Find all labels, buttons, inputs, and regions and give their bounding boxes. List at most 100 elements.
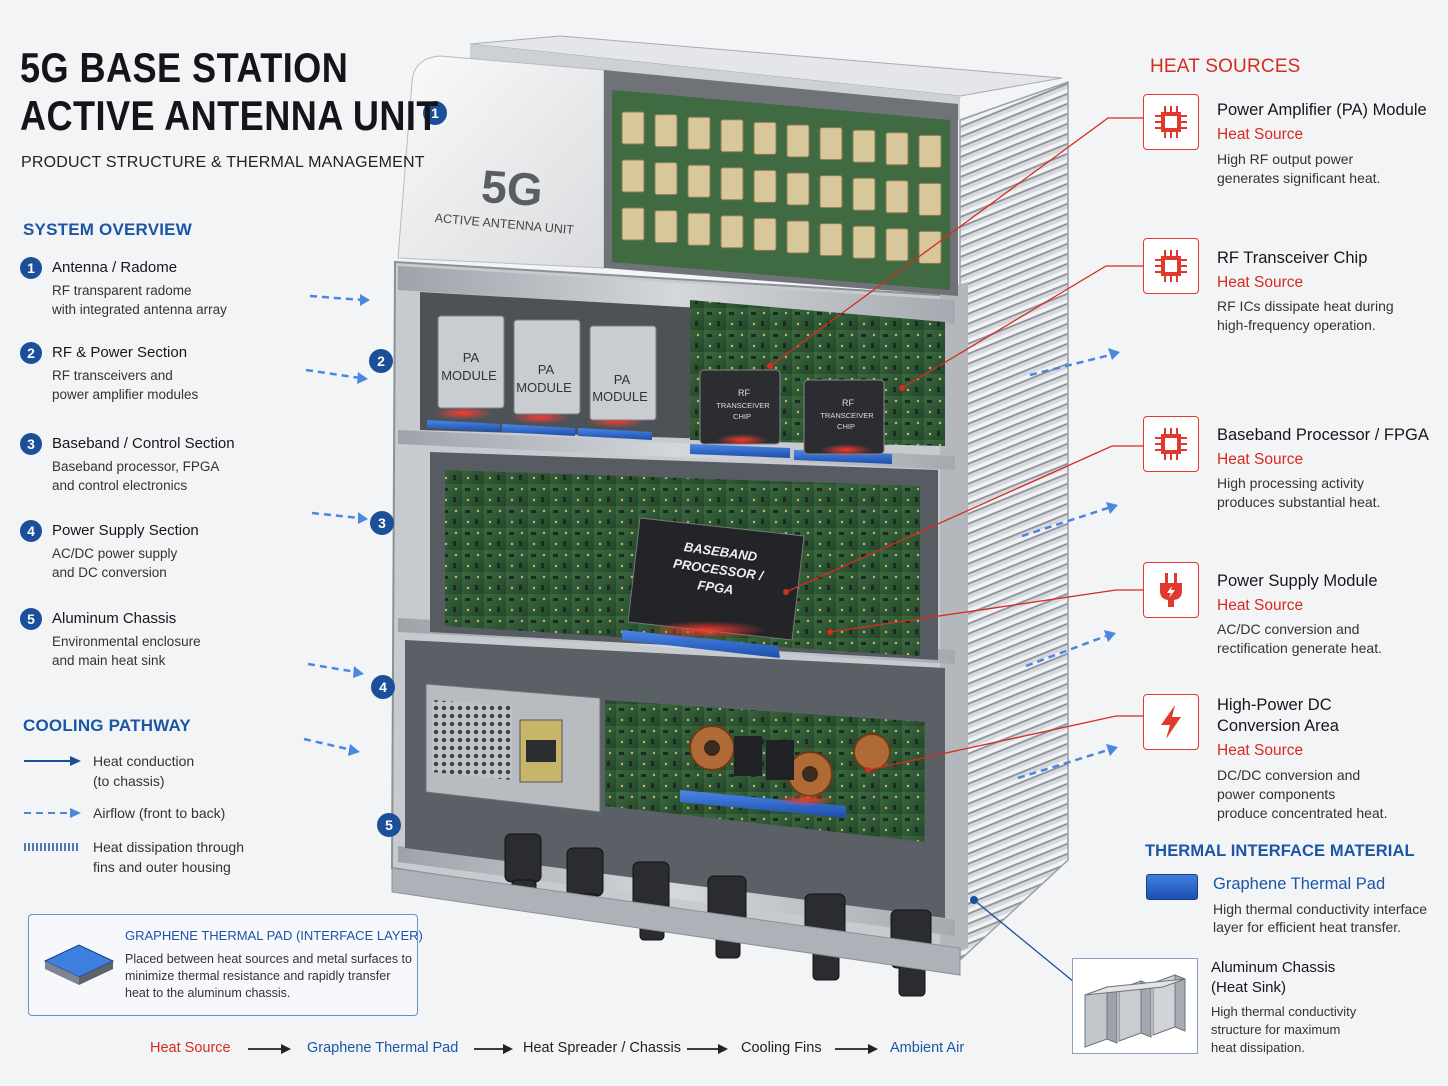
flow-step-heat-spreader: Heat Spreader / Chassis [523, 1040, 681, 1056]
chassis-callout-title: Aluminum Chassis(Heat Sink) [1211, 959, 1336, 996]
device-marker-4: 4 [371, 675, 395, 699]
radome-subtitle: ACTIVE ANTENNA UNIT [434, 211, 575, 237]
svg-text:CHIP: CHIP [837, 422, 855, 431]
heat-source-tag: Heat Source [1217, 274, 1304, 291]
lightning-icon [1143, 694, 1199, 750]
airflow-in-heads [348, 294, 370, 756]
antenna-patch [852, 129, 876, 163]
overview-item-chassis: 5 Aluminum Chassis Environmental enclosu… [20, 608, 320, 672]
page-subtitle: PRODUCT STRUCTURE & THERMAL MANAGEMENT [21, 154, 425, 171]
overview-title: Power Supply Section [52, 522, 199, 539]
rf-transceiver-chip: RF TRANSCEIVER CHIP [690, 369, 790, 458]
antenna-patch [753, 169, 777, 203]
antenna-patch [621, 111, 645, 145]
svg-text:TRANSCEIVER: TRANSCEIVER [820, 411, 874, 420]
chip-icon [1143, 238, 1199, 294]
antenna-patch-array [621, 111, 942, 264]
graphene-pad-swatch-icon [1146, 874, 1198, 900]
pa-module: PA MODULE [502, 319, 581, 436]
heat-source-title: RF Transceiver Chip [1217, 249, 1368, 267]
antenna-patch [720, 119, 744, 153]
device-marker-2: 2 [369, 349, 393, 373]
overview-number: 4 [20, 520, 42, 542]
antenna-patch [819, 127, 843, 161]
antenna-patch [786, 220, 810, 254]
antenna-patch [819, 223, 843, 257]
cooling-pathway-heading: COOLING PATHWAY [23, 716, 191, 735]
device-marker-1: 1 [423, 101, 447, 125]
svg-text:1: 1 [431, 105, 439, 121]
power-supply-module [425, 683, 601, 813]
system-overview-heading: SYSTEM OVERVIEW [23, 220, 192, 239]
antenna-patch [885, 228, 909, 262]
legend-heat-conduction: Heat conduction(to chassis) [24, 751, 284, 793]
fins-hatch-icon [24, 843, 78, 851]
antenna-patch [918, 134, 942, 168]
svg-text:PA: PA [463, 350, 480, 365]
overview-title: Baseband / Control Section [52, 435, 235, 452]
flow-step-cooling-fins: Cooling Fins [741, 1040, 822, 1056]
heat-source-title: Power Amplifier (PA) Module [1217, 101, 1427, 119]
overview-item-baseband: 3 Baseband / Control Section Baseband pr… [20, 433, 320, 497]
flow-step-graphene-pad: Graphene Thermal Pad [307, 1040, 459, 1056]
heat-source-tag: Heat Source [1217, 451, 1304, 468]
heat-source-tag: Heat Source [1217, 126, 1304, 143]
airflow-in-arrows [303, 294, 363, 752]
heat-source-leader-dots [767, 363, 905, 773]
graphene-pad-infobox: GRAPHENE THERMAL PAD (INTERFACE LAYER) P… [28, 914, 423, 1016]
heat-sink-icon [1084, 974, 1186, 1048]
overview-item-antenna: 1 Antenna / Radome RF transparent radome… [20, 257, 320, 321]
svg-text:RF: RF [738, 388, 750, 398]
overview-number: 3 [20, 433, 42, 455]
flow-arrow-icon [474, 1044, 513, 1054]
flow-arrow-icon [687, 1044, 728, 1054]
antenna-patch [621, 207, 645, 241]
antenna-patch [654, 162, 678, 196]
antenna-patch [687, 212, 711, 246]
antenna-patch [852, 225, 876, 259]
airflow-out-heads [1104, 348, 1120, 756]
device-marker-5: 5 [377, 813, 401, 837]
antenna-patch [753, 121, 777, 155]
chassis-leader-dot [970, 896, 978, 904]
svg-text:MODULE: MODULE [441, 368, 497, 383]
heat-sink-thumbnail [1072, 958, 1198, 1054]
flow-arrow-icon [835, 1044, 878, 1054]
antenna-patch [687, 164, 711, 198]
radome-5g-badge: 5G [480, 160, 545, 216]
legend-text: Heat conduction(to chassis) [93, 753, 195, 789]
antenna-patch [786, 124, 810, 158]
tim-name: Graphene Thermal Pad [1213, 875, 1386, 893]
baseband-processor-fpga: BASEBAND PROCESSOR / FPGA [622, 517, 805, 658]
heat-source-pa-module: Power Amplifier (PA) Module Heat Source … [1143, 94, 1443, 194]
overview-number: 1 [20, 257, 42, 279]
flow-arrow-icon [248, 1044, 291, 1054]
svg-text:PA: PA [614, 372, 631, 387]
svg-text:FPGA: FPGA [697, 577, 735, 597]
heat-source-baseband: Baseband Processor / FPGA Heat Source Hi… [1143, 416, 1443, 516]
flow-step-ambient-air: Ambient Air [890, 1040, 965, 1056]
plug-icon [1143, 562, 1199, 618]
svg-text:TRANSCEIVER: TRANSCEIVER [716, 401, 770, 410]
page-title: 5G BASE STATION ACTIVE ANTENNA UNIT [20, 44, 439, 139]
antenna-patch [654, 210, 678, 244]
graphene-pad-icon [43, 944, 115, 985]
antenna-patch [918, 182, 942, 216]
antenna-patch [885, 180, 909, 214]
svg-text:MODULE: MODULE [516, 380, 572, 395]
overview-number: 2 [20, 342, 42, 364]
antenna-patch [621, 159, 645, 193]
overview-item-rf-power: 2 RF & Power Section RF transceivers and… [20, 342, 320, 406]
antenna-patch [786, 172, 810, 206]
